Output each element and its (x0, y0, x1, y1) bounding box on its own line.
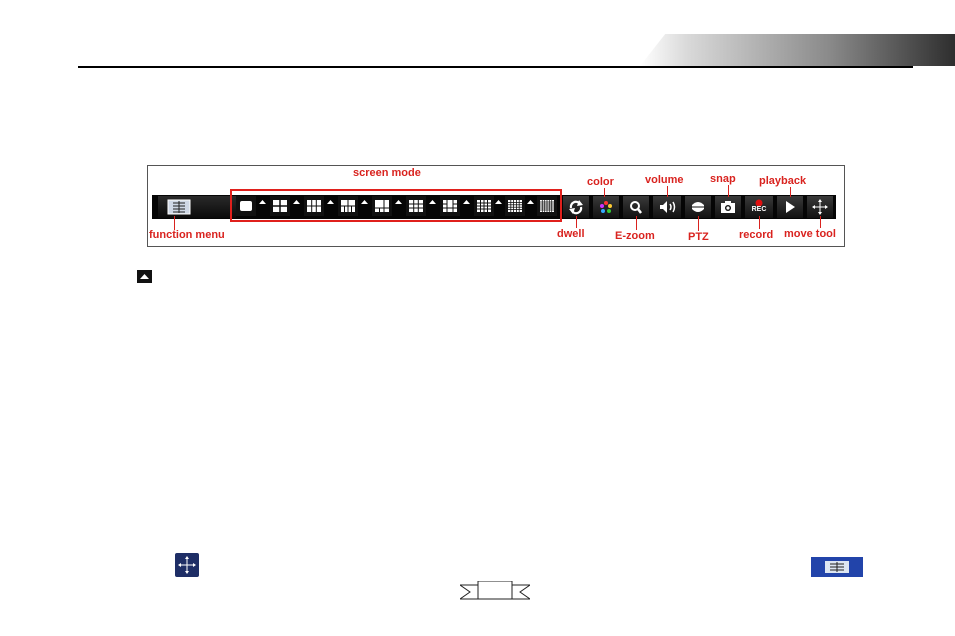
leader-line (636, 216, 637, 230)
volume-label: volume (645, 174, 684, 186)
header-rule (78, 66, 913, 68)
volume-icon (653, 196, 681, 218)
e-zoom-icon (623, 196, 649, 218)
function-menu-icon (811, 557, 863, 577)
snap-icon (715, 196, 741, 218)
caret-up-icon (137, 270, 152, 283)
snap-button[interactable] (715, 196, 741, 218)
function-menu-button[interactable] (158, 196, 236, 218)
playback-icon (777, 196, 803, 218)
dwell-icon (563, 196, 589, 218)
ribbon-icon (460, 581, 530, 603)
leader-line (728, 185, 729, 197)
header-tab (640, 34, 955, 66)
move-tool-icon (807, 196, 833, 218)
leader-line (174, 216, 175, 230)
color-label: color (587, 176, 614, 188)
dwell-button[interactable] (563, 196, 589, 218)
record-label: record (739, 229, 773, 241)
e-zoom-label: E-zoom (615, 230, 655, 242)
function-menu-label: function menu (149, 229, 225, 241)
snap-label: snap (710, 173, 736, 185)
volume-button[interactable] (653, 196, 681, 218)
ptz-button[interactable] (685, 196, 711, 218)
move-tool-icon (175, 553, 199, 577)
e-zoom-button[interactable] (623, 196, 649, 218)
color-icon (593, 196, 619, 218)
leader-line (820, 216, 821, 228)
leader-line (604, 188, 605, 197)
leader-line (790, 187, 791, 197)
page-number-ribbon (460, 581, 530, 603)
screen-mode-highlight (230, 189, 562, 222)
leader-line (667, 186, 668, 197)
ptz-icon (685, 196, 711, 218)
leader-line (759, 216, 760, 229)
dwell-label: dwell (557, 228, 585, 240)
leader-line (576, 216, 577, 228)
leader-line (698, 216, 699, 231)
playback-button[interactable] (777, 196, 803, 218)
function-menu-icon (167, 199, 191, 215)
playback-label: playback (759, 175, 806, 187)
move-tool-label: move tool (784, 228, 836, 240)
color-button[interactable] (593, 196, 619, 218)
move-tool-button[interactable] (807, 196, 833, 218)
ptz-label: PTZ (688, 231, 709, 243)
screen-mode-label: screen mode (353, 167, 421, 179)
rec-badge: REC (749, 206, 769, 213)
record-button[interactable]: REC (745, 196, 773, 218)
